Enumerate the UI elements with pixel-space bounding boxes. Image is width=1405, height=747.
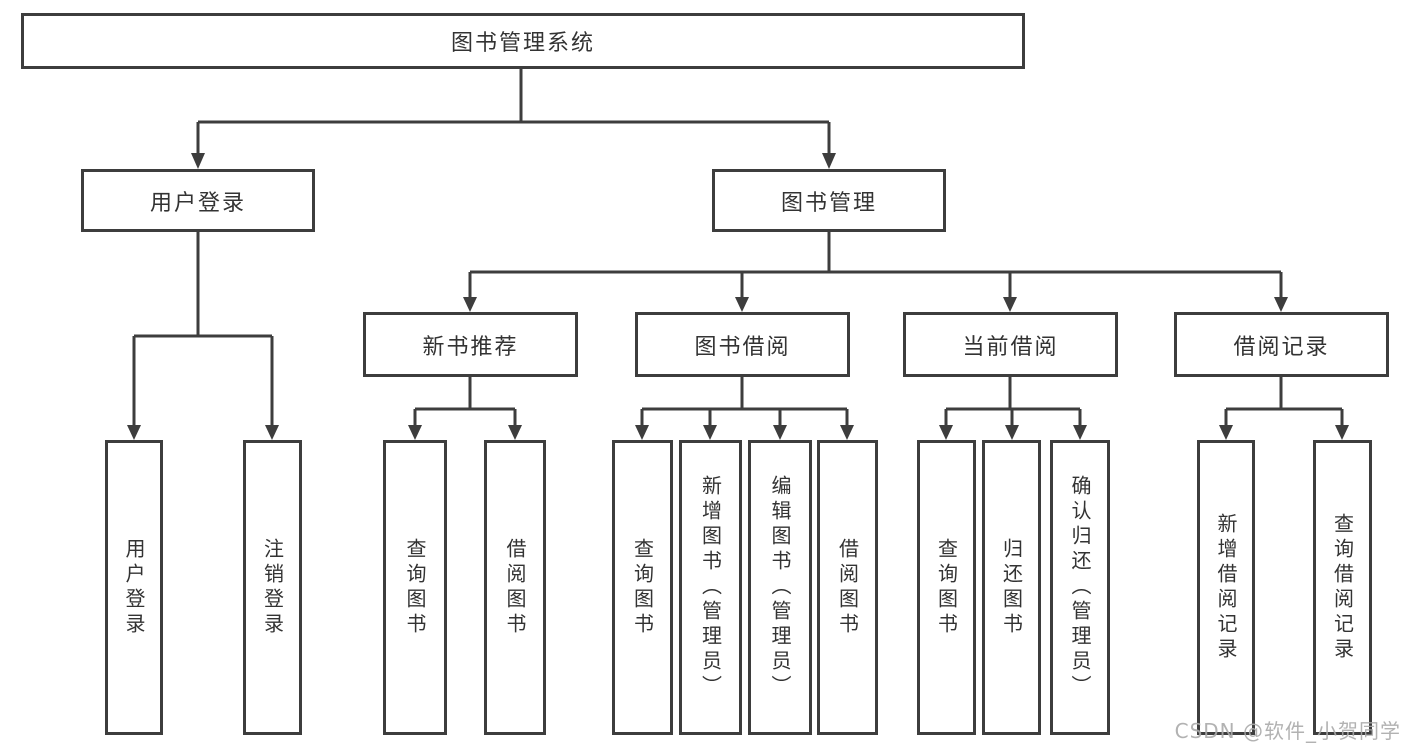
node-book-borrow: 图书借阅: [635, 312, 850, 377]
node-new-book-recommend: 新书推荐: [363, 312, 578, 377]
node-root-label: 图书管理系统: [450, 31, 595, 56]
leaf-query-books-current-label: 查询图书: [934, 537, 959, 638]
leaf-add-borrow-record: 新增借阅记录: [1197, 440, 1255, 735]
node-book-management-label: 图书管理: [780, 190, 877, 216]
leaf-user-login: 用户登录: [105, 440, 163, 735]
node-borrow-records: 借阅记录: [1174, 312, 1389, 377]
leaf-query-borrow-record-label: 查询借阅记录: [1330, 512, 1355, 663]
leaf-edit-book-admin: 编辑图书（管理员）: [748, 440, 812, 735]
leaf-return-book-label: 归还图书: [999, 537, 1024, 638]
node-current-borrow: 当前借阅: [903, 312, 1118, 377]
leaf-query-books-recommend: 查询图书: [383, 440, 447, 735]
node-new-book-recommend-label: 新书推荐: [422, 334, 519, 360]
leaf-user-login-label: 用户登录: [122, 537, 146, 638]
node-borrow-records-label: 借阅记录: [1233, 334, 1330, 360]
leaf-logout-label: 注销登录: [260, 537, 285, 638]
leaf-confirm-return-admin: 确认归还（管理员）: [1050, 440, 1110, 735]
node-root: 图书管理系统: [21, 13, 1025, 69]
leaf-add-book-admin: 新增图书（管理员）: [679, 440, 742, 735]
node-user-login: 用户登录: [81, 169, 315, 232]
leaf-confirm-return-admin-label: 确认归还（管理员）: [1068, 475, 1092, 700]
node-current-borrow-label: 当前借阅: [962, 334, 1059, 360]
leaf-borrow-books-label: 借阅图书: [835, 537, 860, 638]
leaf-query-books-borrow: 查询图书: [612, 440, 673, 735]
leaf-query-books-borrow-label: 查询图书: [630, 537, 655, 638]
leaf-borrow-books-recommend-label: 借阅图书: [503, 537, 527, 638]
leaf-query-books-current: 查询图书: [917, 440, 976, 735]
leaf-borrow-books: 借阅图书: [817, 440, 878, 735]
leaf-add-book-admin-label: 新增图书（管理员）: [698, 475, 723, 700]
node-user-login-label: 用户登录: [149, 190, 246, 216]
leaf-borrow-books-recommend: 借阅图书: [484, 440, 546, 735]
leaf-logout: 注销登录: [243, 440, 302, 735]
leaf-query-books-recommend-label: 查询图书: [403, 537, 427, 638]
leaf-query-borrow-record: 查询借阅记录: [1313, 440, 1372, 735]
leaf-return-book: 归还图书: [982, 440, 1041, 735]
node-book-management: 图书管理: [712, 169, 946, 232]
leaf-edit-book-admin-label: 编辑图书（管理员）: [768, 475, 792, 700]
leaf-add-borrow-record-label: 新增借阅记录: [1214, 512, 1238, 663]
node-book-borrow-label: 图书借阅: [694, 334, 791, 360]
watermark: CSDN @软件_小贺同学: [1174, 719, 1401, 743]
